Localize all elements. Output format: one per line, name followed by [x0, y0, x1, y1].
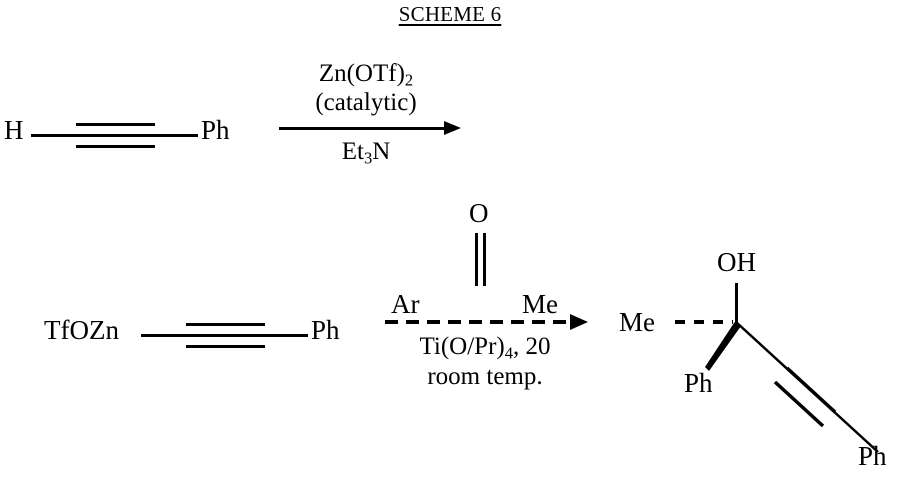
et3n-subscript: 3 [363, 148, 373, 168]
product-alkynyl-phenyl-label: Ph [858, 441, 887, 471]
ti-opr-4-label-a: Ti(O/Pr) [419, 333, 505, 360]
arrow1-above-line-2: (catalytic) [315, 89, 417, 116]
reactant-left-label: H [4, 115, 24, 145]
arrow1-head [444, 121, 461, 135]
intermediate-zinc-acetylide: TfOZn Ph [40, 305, 360, 363]
reactant-phenylacetylene: H Ph [0, 105, 250, 163]
intermediate-left-label: TfOZn [44, 315, 119, 345]
product-hydroxyl-bond [735, 283, 738, 325]
triple-bond-upper-line [76, 123, 155, 126]
zn-otf-2-subscript: 2 [404, 70, 414, 90]
scheme-title: SCHEME 6 [0, 2, 900, 27]
zn-otf-2-label: Zn(OTf) [318, 60, 405, 87]
product-tertiary-propargyl-alcohol: OH Me Ph Ph [615, 245, 900, 478]
reaction-arrow-2: O Ar Me Ti(O/Pr)4, 20 room temp. [385, 196, 605, 396]
intermediate-triple-bond-lower-line [186, 345, 265, 348]
triple-bond-lower-line [76, 145, 155, 148]
product-hydroxyl-label: OH [717, 247, 756, 277]
product-phenyl-stereo-label: Ph [684, 368, 713, 398]
reactant-right-label: Ph [201, 115, 230, 145]
reagent-left-substituent-label: Ar [391, 289, 420, 319]
arrow2-head [570, 314, 588, 330]
arrow1-shaft [279, 127, 449, 130]
arrow1-below-line-1: Et3N [276, 138, 456, 168]
ti-opr-4-subscript: 4 [504, 343, 513, 363]
product-methyl-label: Me [619, 307, 655, 337]
scheme-title-text: SCHEME 6 [398, 2, 502, 26]
arrow2-shaft [385, 320, 578, 324]
et3n-label-b: N [372, 138, 391, 165]
reagent-right-substituent-label: Me [522, 289, 558, 319]
carbonyl-double-bond-line-right [483, 233, 486, 286]
carbonyl-double-bond-line-left [475, 233, 478, 286]
intermediate-triple-bond-upper-line [186, 323, 265, 326]
arrow2-below-line-2: room temp. [427, 363, 543, 390]
intermediate-right-label: Ph [311, 315, 340, 345]
intermediate-triple-bond-center-line [141, 334, 308, 337]
arrow1-above-line-1: Zn(OTf)2 [276, 60, 456, 90]
et3n-label-a: Et [341, 138, 364, 165]
triple-bond-center-line [31, 134, 198, 137]
ti-opr-4-label-b: , 20 [512, 333, 551, 360]
arrow2-below-line-1: Ti(O/Pr)4, 20 [385, 333, 585, 363]
reagent-carbonyl-oxygen-label: O [469, 198, 489, 228]
reaction-arrow-1: Zn(OTf)2 (catalytic) Et3N [276, 55, 476, 170]
